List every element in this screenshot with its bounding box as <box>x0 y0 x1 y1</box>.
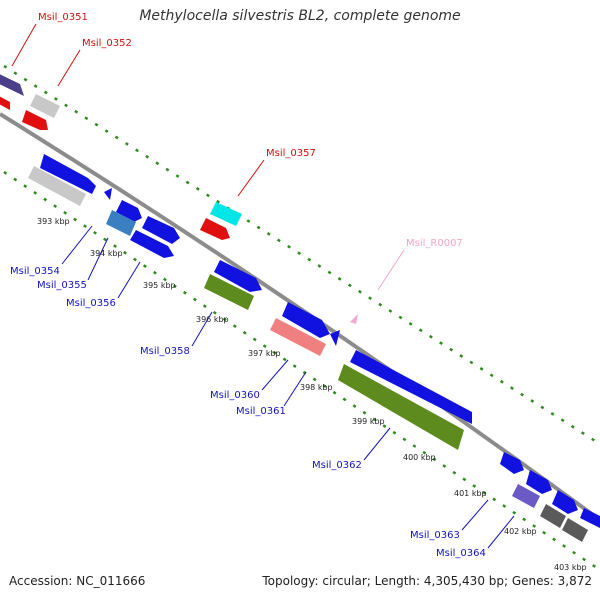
accession-text: Accession: NC_011666 <box>9 574 146 588</box>
label-leaders <box>11 23 515 549</box>
scale-label: 396 kbp <box>196 315 229 324</box>
gene-label: Msil_0362 <box>312 460 362 471</box>
rna-label: Msil_R0007 <box>406 238 463 249</box>
rna-block[interactable] <box>350 314 358 324</box>
scale-label: 398 kbp <box>300 383 333 392</box>
gene-block[interactable] <box>540 504 566 528</box>
scale-label: 401 kbp <box>454 489 487 498</box>
gene-block[interactable] <box>350 350 472 424</box>
gene-block[interactable] <box>130 230 174 258</box>
gene-block[interactable] <box>0 72 24 96</box>
gene-label: Msil_0355 <box>37 280 87 291</box>
gene-block[interactable] <box>204 274 254 310</box>
gene-block[interactable] <box>512 484 540 508</box>
scale-label: 394 kbp <box>90 249 123 258</box>
gene-label: Msil_0351 <box>38 12 88 23</box>
map-title: Methylocella silvestris BL2, complete ge… <box>139 8 461 24</box>
gene-label: Msil_0356 <box>66 298 116 309</box>
gene-block[interactable] <box>562 518 588 542</box>
scale-label: 402 kbp <box>504 527 537 536</box>
bottom-strand-genes <box>28 154 600 542</box>
gene-block[interactable] <box>28 166 86 206</box>
scale-label: 393 kbp <box>37 217 70 226</box>
gene-label: Msil_0361 <box>236 406 286 417</box>
gene-block[interactable] <box>0 94 10 110</box>
top-strand-genes <box>0 72 358 324</box>
gene-block[interactable] <box>142 216 180 244</box>
gene-block[interactable] <box>200 218 230 240</box>
gene-block[interactable] <box>22 110 48 130</box>
gene-label: Msil_0354 <box>10 266 60 277</box>
gene-block[interactable] <box>282 302 330 338</box>
tick-guides <box>3 64 600 572</box>
gene-label: Msil_0352 <box>82 38 132 49</box>
scale-label: 399 kbp <box>352 417 385 426</box>
gene-label: Msil_0364 <box>436 548 486 559</box>
gene-label: Msil_0363 <box>410 530 460 541</box>
gene-block[interactable] <box>580 508 600 528</box>
gene-block[interactable] <box>526 470 552 494</box>
gene-block[interactable] <box>338 364 464 450</box>
gene-label: Msil_0358 <box>140 346 190 357</box>
gene-block[interactable] <box>104 188 112 200</box>
gene-block[interactable] <box>116 200 142 222</box>
gene-block[interactable] <box>330 330 340 346</box>
scale-label: 400 kbp <box>403 453 436 462</box>
gene-block[interactable] <box>40 154 96 194</box>
gene-block[interactable] <box>30 94 60 118</box>
gene-block[interactable] <box>552 490 578 514</box>
gene-label: Msil_0360 <box>210 390 260 401</box>
gene-block[interactable] <box>270 318 326 356</box>
gene-label: Msil_0357 <box>266 148 316 159</box>
scale-label: 397 kbp <box>248 349 281 358</box>
gene-block[interactable] <box>106 210 136 236</box>
gene-block[interactable] <box>500 452 524 474</box>
gene-block[interactable] <box>214 260 262 292</box>
scale-label: 395 kbp <box>143 281 176 290</box>
topology-text: Topology: circular; Length: 4,305,430 bp… <box>262 574 592 588</box>
gene-block[interactable] <box>210 202 242 226</box>
scale-label: 403 kbp <box>554 563 587 572</box>
